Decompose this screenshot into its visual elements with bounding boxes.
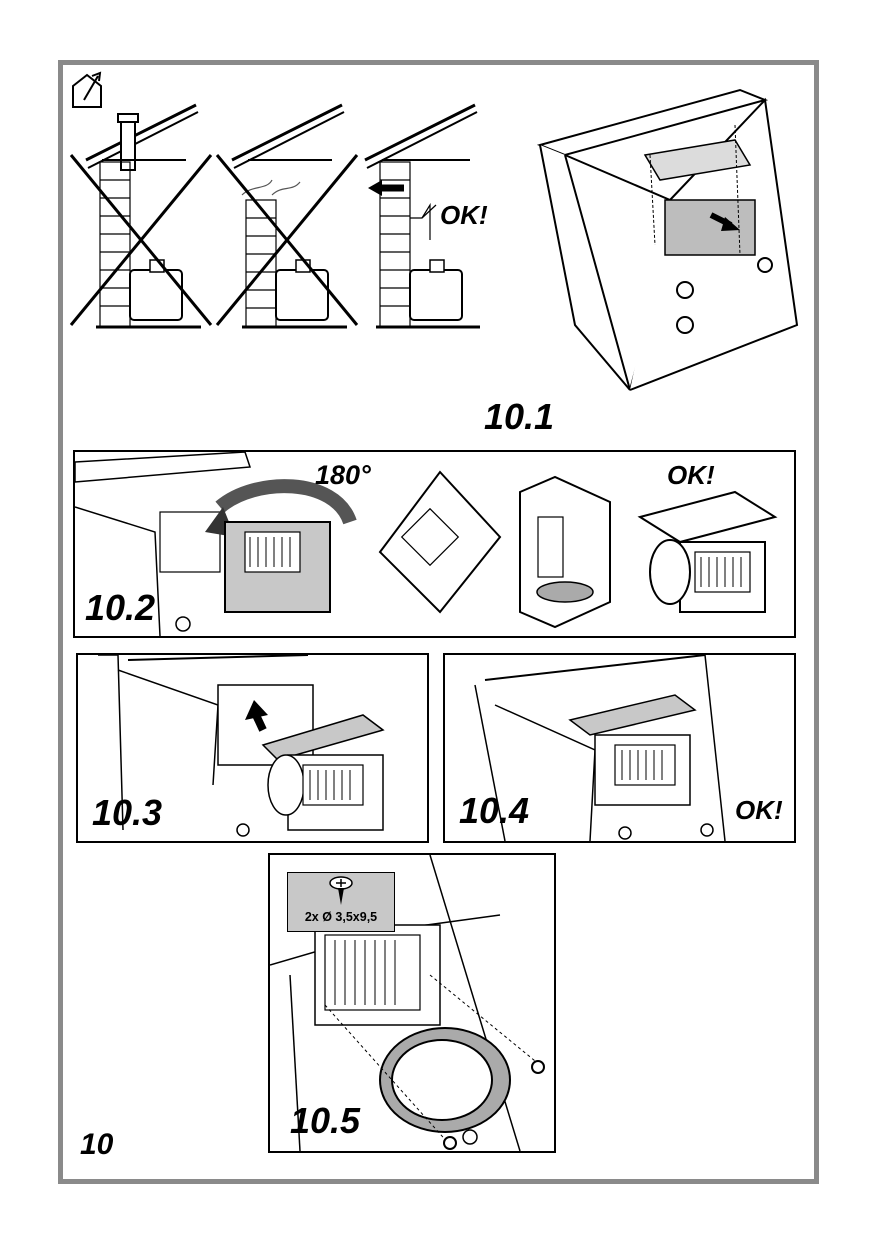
hood-motor-removal-illustration (536, 88, 799, 391)
motor-correct-orientation-illustration (637, 490, 778, 613)
motor-rotation-illustration (75, 452, 357, 636)
step-10-3-label: 10.3 (92, 792, 163, 833)
wrong-roof-vent-illustration (215, 103, 359, 329)
page-frame (58, 60, 819, 1184)
step-10-4-panel: 10.4 OK! (443, 653, 796, 843)
flange-screw-illustration (270, 855, 545, 1151)
rotation-label: 180° (315, 460, 371, 490)
correct-wall-vent-illustration (364, 103, 480, 329)
step-10-2-ok-label: OK! (667, 460, 715, 490)
wrong-chimney-illustration (69, 103, 213, 329)
motor-installed-illustration (474, 655, 726, 841)
motor-reinsert-illustration (98, 655, 385, 837)
step-10-5-label: 10.5 (290, 1100, 361, 1141)
step-10-2-label: 10.2 (85, 587, 156, 628)
step-10-1-label: 10.1 (484, 396, 555, 437)
step-10-4-label: 10.4 (459, 790, 530, 831)
motor-front-view-illustration (519, 475, 611, 629)
screw-caption-box: 2x Ø 3,5x9,5 (287, 872, 395, 932)
step-10-1-ok-label: OK! (440, 200, 488, 230)
screw-icon (329, 876, 353, 905)
step-10-2-panel: 180° OK! 10.2 (73, 450, 796, 638)
motor-side-view-illustration (378, 470, 502, 614)
screw-caption-text: 2x Ø 3,5x9,5 (304, 910, 378, 924)
figure-number: 10 (80, 1128, 114, 1161)
house-exhaust-icon (72, 71, 102, 108)
step-10-3-panel: 10.3 (76, 653, 429, 843)
step-10-5-panel: 2x Ø 3,5x9,5 10.5 (268, 853, 556, 1153)
step-10-4-ok-label: OK! (735, 795, 783, 825)
